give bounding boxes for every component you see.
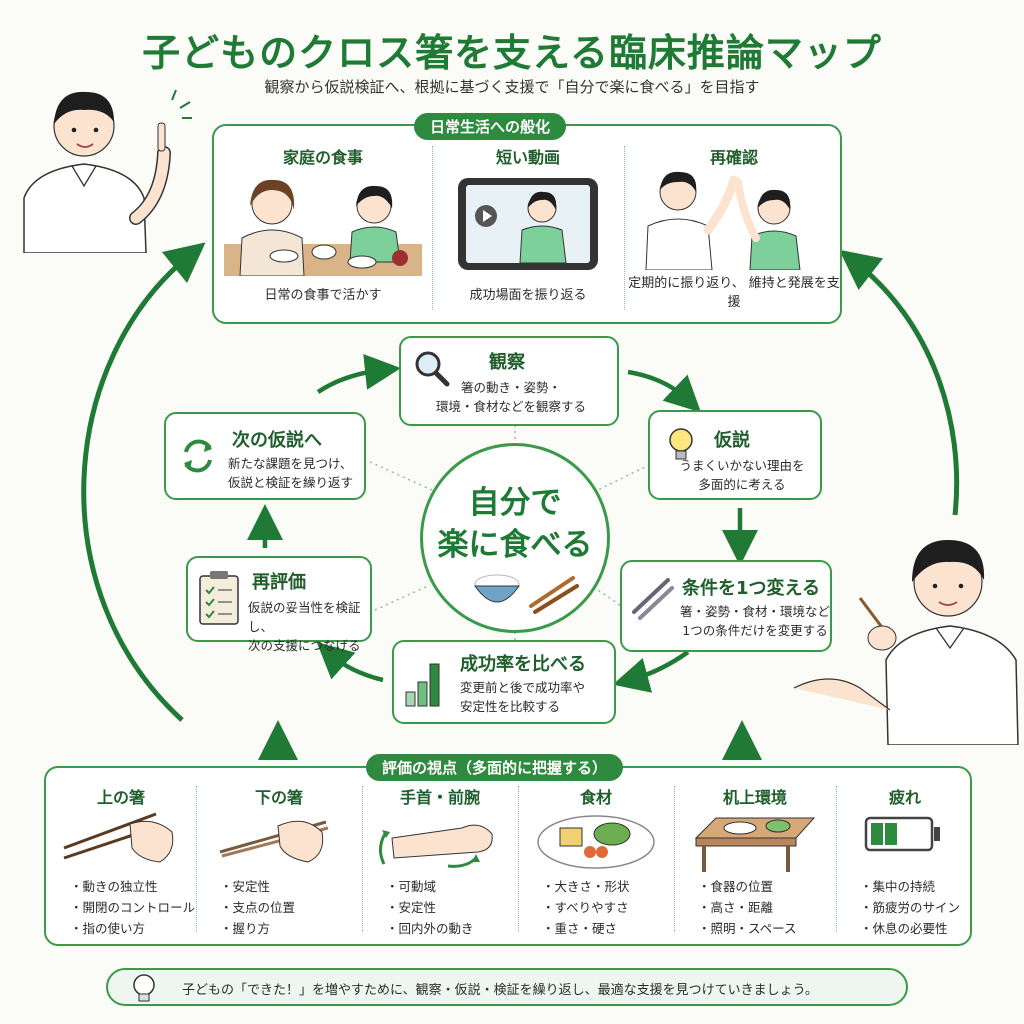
magnifier-icon xyxy=(415,351,450,387)
lightbulb-icon xyxy=(133,974,155,1002)
cycle-arrow-observe-to-hypothesis xyxy=(627,369,702,413)
generalization-caption: 成功場面を振り返る xyxy=(469,288,587,303)
eval-food: 食材 大きさ・形状 すべりやすさ 重さ・硬さ xyxy=(518,768,674,946)
change-text: 箸・姿勢・食材・環境など 1つの条件だけを変更する xyxy=(680,604,831,638)
low-battery-icon xyxy=(864,816,940,852)
eval-fatigue: 疲れ 集中の持続 筋疲労のサイン 休息の必要性 xyxy=(836,768,974,946)
reevaluate-title: 再評価 xyxy=(252,572,306,593)
page-subtitle: 観察から仮説検証へ、根拠に基づく支援で「自分で楽に食べる」を目指す xyxy=(264,78,760,96)
generalization-panel: 家庭の食事 日常の食事で活かす 短い動画 成功場面を振り返る xyxy=(212,113,844,324)
card-compare: 成功率を比べる 変更前と後で成功率や 安定性を比較する xyxy=(392,640,616,724)
spokes xyxy=(369,425,656,642)
compare-text: 変更前と後で成功率や 安定性を比較する xyxy=(460,680,586,714)
forearm-rotation-icon xyxy=(379,824,493,868)
clipboard-icon xyxy=(199,571,239,625)
card-next-hypothesis: 次の仮説へ 新たな課題を見つけ、 仮説と検証を繰り返す xyxy=(164,412,366,500)
cycle-arrow-next-to-observe xyxy=(316,353,401,394)
eval-desk-environment: 机上環境 食器の位置 高さ・距離 照明・スペース xyxy=(674,768,836,946)
eval-items: 食器の位置 高さ・距離 照明・スペース xyxy=(698,876,797,939)
rice-bowl-icon xyxy=(474,574,579,614)
generalization-tag: 日常生活への般化 xyxy=(414,113,567,140)
footer-banner: 子どもの「できた！」を増やすために、観察・仮説・検証を繰り返し、最適な支援を見つ… xyxy=(106,968,908,1006)
generalization-caption: 定期的に振り返り、 維持と発展を支援 xyxy=(628,276,840,310)
observe-title: 観察 xyxy=(489,352,525,373)
hypothesis-title: 仮説 xyxy=(714,430,750,451)
right-therapist-illustration xyxy=(793,540,1019,745)
eval-title: 机上環境 xyxy=(722,788,787,807)
eval-title: 食材 xyxy=(579,788,612,807)
change-title: 条件を1つ変える xyxy=(682,578,820,599)
food-plate-icon xyxy=(537,815,655,869)
left-therapist-illustration xyxy=(23,89,192,253)
eval-items: 動きの独立性 開閉のコントロール 指の使い方 xyxy=(70,876,196,939)
observe-text: 箸の動き・姿勢・ 環境・食材などを観察する xyxy=(435,380,586,414)
refresh-icon xyxy=(184,439,212,473)
play-icon xyxy=(483,210,492,222)
chopsticks-icon xyxy=(632,578,674,620)
eval-lower-chopstick: 下の箸 安定性 支点の位置 握り方 xyxy=(196,768,362,946)
eval-items: 可動域 安定性 回内外の動き xyxy=(386,876,474,939)
upper-chopstick-hand-icon xyxy=(63,812,174,863)
tablet-video-illustration xyxy=(458,178,598,270)
goal-circle: 自分で 楽に食べる xyxy=(420,443,610,633)
eval-wrist-forearm: 手首・前腕 可動域 安定性 回内外の動き xyxy=(362,768,518,946)
evaluation-tag: 評価の視点（多面的に把握する） xyxy=(366,754,624,781)
eval-title: 手首・前腕 xyxy=(399,788,480,807)
card-reevaluate: 再評価 仮説の妥当性を検証し、 次の支援につなげる xyxy=(186,556,372,653)
generalization-title: 家庭の食事 xyxy=(282,148,363,167)
generalization-home-meal: 家庭の食事 日常の食事で活かす xyxy=(214,126,432,322)
family-meal-illustration xyxy=(224,179,422,276)
generalization-title: 再確認 xyxy=(709,148,758,167)
eval-items: 集中の持続 筋疲労のサイン 休息の必要性 xyxy=(860,876,961,939)
next-text: 新たな課題を見つけ、 仮説と検証を繰り返す xyxy=(228,456,354,490)
eval-items: 安定性 支点の位置 握り方 xyxy=(220,876,296,939)
sparkle-icon xyxy=(171,89,192,119)
right-loop-arrow xyxy=(839,249,960,516)
evaluation-panel: 上の箸 動きの独立性 開閉のコントロール 指の使い方 下の箸 安定性 支点の位置… xyxy=(44,754,974,946)
next-title: 次の仮説へ xyxy=(232,430,322,451)
card-hypothesis: 仮説 うまくいかない理由を 多面的に考える xyxy=(648,410,822,500)
cycle-arrow-compare-to-reevaluate xyxy=(316,641,384,683)
reevaluate-text: 仮説の妥当性を検証し、 次の支援につなげる xyxy=(248,600,361,653)
lightbulb-icon xyxy=(669,428,693,460)
card-observe: 観察 箸の動き・姿勢・ 環境・食材などを観察する xyxy=(399,336,619,426)
generalization-title: 短い動画 xyxy=(495,148,560,167)
lower-chopstick-hand-icon xyxy=(219,820,329,863)
generalization-short-video: 短い動画 成功場面を振り返る xyxy=(432,126,624,322)
eval-items: 大きさ・形状 すべりやすさ 重さ・硬さ xyxy=(542,876,630,939)
bar-chart-icon xyxy=(405,663,440,707)
high-five-illustration xyxy=(645,171,801,270)
compare-title: 成功率を比べる xyxy=(460,654,586,675)
card-change-condition: 条件を1つ変える 箸・姿勢・食材・環境など 1つの条件だけを変更する xyxy=(620,560,832,652)
generalization-recheck: 再確認 定期的に振り返り、 維持と発展を支援 xyxy=(624,126,844,322)
page-title: 子どものクロス箸を支える臨床推論マップ xyxy=(142,31,882,75)
eval-title: 上の箸 xyxy=(96,788,145,807)
eval-upper-chopstick: 上の箸 動きの独立性 開閉のコントロール 指の使い方 xyxy=(46,768,196,946)
desk-icon xyxy=(694,817,816,872)
hypothesis-text: うまくいかない理由を 多面的に考える xyxy=(679,458,805,492)
eval-title: 疲れ xyxy=(888,788,921,807)
left-loop-arrow xyxy=(81,242,206,722)
footer-text: 子どもの「できた！」を増やすために、観察・仮説・検証を繰り返し、最適な支援を見つ… xyxy=(182,983,818,998)
cycle-arrow-change-to-compare xyxy=(612,650,690,693)
generalization-caption: 日常の食事で活かす xyxy=(264,288,382,303)
eval-title: 下の箸 xyxy=(254,788,303,807)
goal-text: 自分で 楽に食べる xyxy=(437,485,593,563)
